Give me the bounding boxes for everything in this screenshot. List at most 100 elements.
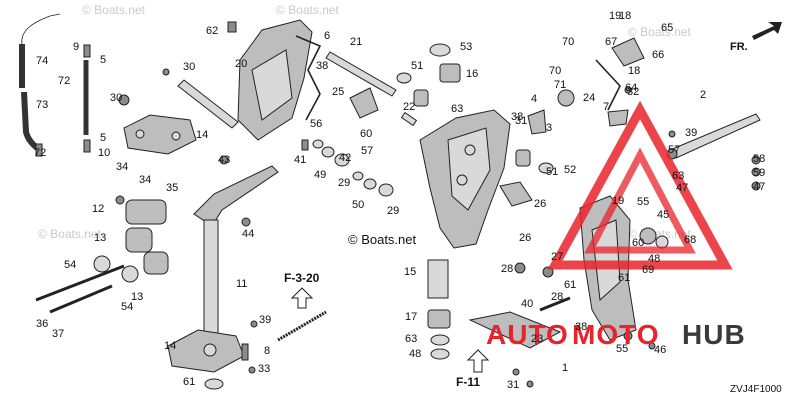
callout-35[interactable]: 35 bbox=[166, 182, 178, 194]
callout-15[interactable]: 15 bbox=[404, 266, 416, 278]
callout-28[interactable]: 28 bbox=[551, 291, 563, 303]
callout-25[interactable]: 25 bbox=[332, 86, 344, 98]
callout-32[interactable]: 32 bbox=[627, 86, 639, 98]
callout-4[interactable]: 4 bbox=[531, 93, 537, 105]
callout-14[interactable]: 14 bbox=[196, 129, 208, 141]
callout-1[interactable]: 1 bbox=[562, 362, 568, 374]
callout-31[interactable]: 31 bbox=[507, 379, 519, 391]
callout-22[interactable]: 22 bbox=[403, 101, 415, 113]
callout-23[interactable]: 23 bbox=[531, 333, 543, 345]
callout-72[interactable]: 72 bbox=[58, 75, 70, 87]
callout-13[interactable]: 13 bbox=[131, 291, 143, 303]
callout-61[interactable]: 61 bbox=[564, 279, 576, 291]
callout-74[interactable]: 74 bbox=[36, 55, 48, 67]
callout-8[interactable]: 8 bbox=[264, 345, 270, 357]
callout-9[interactable]: 9 bbox=[73, 41, 79, 53]
callout-3[interactable]: 3 bbox=[546, 122, 552, 134]
callout-57[interactable]: 57 bbox=[361, 145, 373, 157]
callout-31[interactable]: 31 bbox=[515, 115, 527, 127]
callout-71[interactable]: 71 bbox=[554, 79, 566, 91]
ref-f320-label[interactable]: F-3-20 bbox=[284, 271, 320, 285]
callout-28[interactable]: 28 bbox=[501, 263, 513, 275]
callout-54[interactable]: 54 bbox=[64, 259, 76, 271]
callout-72[interactable]: 72 bbox=[34, 147, 46, 159]
callout-38[interactable]: 38 bbox=[511, 111, 523, 123]
callout-37[interactable]: 37 bbox=[52, 328, 64, 340]
callout-30[interactable]: 30 bbox=[183, 61, 195, 73]
callout-41[interactable]: 41 bbox=[294, 154, 306, 166]
callout-36[interactable]: 36 bbox=[36, 318, 48, 330]
callout-18[interactable]: 18 bbox=[619, 10, 631, 22]
callout-19[interactable]: 19 bbox=[612, 195, 624, 207]
callout-2[interactable]: 2 bbox=[700, 89, 706, 101]
callout-55[interactable]: 55 bbox=[616, 343, 628, 355]
callout-62[interactable]: 62 bbox=[206, 25, 218, 37]
callout-51[interactable]: 51 bbox=[546, 166, 558, 178]
callout-70[interactable]: 70 bbox=[549, 65, 561, 77]
callout-19[interactable]: 19 bbox=[609, 10, 621, 22]
callout-50[interactable]: 50 bbox=[352, 199, 364, 211]
callout-38[interactable]: 38 bbox=[575, 321, 587, 333]
callout-39[interactable]: 39 bbox=[685, 127, 697, 139]
callout-73[interactable]: 73 bbox=[36, 99, 48, 111]
callout-61[interactable]: 61 bbox=[183, 376, 195, 388]
callout-57[interactable]: 57 bbox=[668, 144, 680, 156]
callout-26[interactable]: 26 bbox=[534, 198, 546, 210]
callout-63[interactable]: 63 bbox=[672, 170, 684, 182]
callout-29[interactable]: 29 bbox=[338, 177, 350, 189]
callout-24[interactable]: 24 bbox=[583, 92, 595, 104]
callout-38[interactable]: 38 bbox=[316, 60, 328, 72]
callout-14[interactable]: 14 bbox=[164, 340, 176, 352]
callout-45[interactable]: 45 bbox=[657, 209, 669, 221]
callout-69[interactable]: 69 bbox=[642, 264, 654, 276]
callout-30[interactable]: 30 bbox=[110, 92, 122, 104]
callout-42[interactable]: 42 bbox=[339, 152, 351, 164]
callout-27[interactable]: 27 bbox=[551, 251, 563, 263]
callout-33[interactable]: 33 bbox=[258, 363, 270, 375]
callout-55[interactable]: 55 bbox=[637, 196, 649, 208]
callout-44[interactable]: 44 bbox=[242, 228, 254, 240]
callout-5[interactable]: 5 bbox=[100, 132, 106, 144]
callout-54[interactable]: 54 bbox=[121, 301, 133, 313]
callout-29[interactable]: 29 bbox=[387, 205, 399, 217]
callout-34[interactable]: 34 bbox=[139, 174, 151, 186]
callout-56[interactable]: 56 bbox=[310, 118, 322, 130]
ref-f11-label[interactable]: F-11 bbox=[456, 375, 480, 389]
callout-65[interactable]: 65 bbox=[661, 22, 673, 34]
callout-60[interactable]: 60 bbox=[360, 128, 372, 140]
callout-53[interactable]: 53 bbox=[460, 41, 472, 53]
callout-48[interactable]: 48 bbox=[409, 348, 421, 360]
callout-6[interactable]: 6 bbox=[324, 30, 330, 42]
callout-17[interactable]: 17 bbox=[405, 311, 417, 323]
callout-70[interactable]: 70 bbox=[562, 36, 574, 48]
callout-64[interactable]: 64 bbox=[625, 82, 637, 94]
callout-47[interactable]: 47 bbox=[753, 181, 765, 193]
callout-26[interactable]: 26 bbox=[519, 232, 531, 244]
callout-20[interactable]: 20 bbox=[235, 58, 247, 70]
callout-63[interactable]: 63 bbox=[405, 333, 417, 345]
callout-51[interactable]: 51 bbox=[411, 60, 423, 72]
callout-46[interactable]: 46 bbox=[654, 344, 666, 356]
callout-13[interactable]: 13 bbox=[94, 232, 106, 244]
callout-21[interactable]: 21 bbox=[350, 36, 362, 48]
callout-68[interactable]: 68 bbox=[684, 234, 696, 246]
callout-18[interactable]: 18 bbox=[628, 65, 640, 77]
callout-59[interactable]: 59 bbox=[753, 167, 765, 179]
callout-7[interactable]: 7 bbox=[603, 101, 609, 113]
callout-12[interactable]: 12 bbox=[92, 203, 104, 215]
callout-34[interactable]: 34 bbox=[116, 161, 128, 173]
callout-5[interactable]: 5 bbox=[100, 54, 106, 66]
callout-58[interactable]: 58 bbox=[753, 153, 765, 165]
callout-10[interactable]: 10 bbox=[98, 147, 110, 159]
callout-67[interactable]: 67 bbox=[605, 36, 617, 48]
callout-40[interactable]: 40 bbox=[521, 298, 533, 310]
callout-66[interactable]: 66 bbox=[652, 49, 664, 61]
callout-39[interactable]: 39 bbox=[259, 314, 271, 326]
callout-43[interactable]: 43 bbox=[218, 154, 230, 166]
callout-52[interactable]: 52 bbox=[564, 164, 576, 176]
callout-61[interactable]: 61 bbox=[618, 272, 630, 284]
callout-63[interactable]: 63 bbox=[451, 103, 463, 115]
callout-11[interactable]: 11 bbox=[236, 278, 247, 290]
callout-60[interactable]: 60 bbox=[632, 237, 644, 249]
callout-49[interactable]: 49 bbox=[314, 169, 326, 181]
